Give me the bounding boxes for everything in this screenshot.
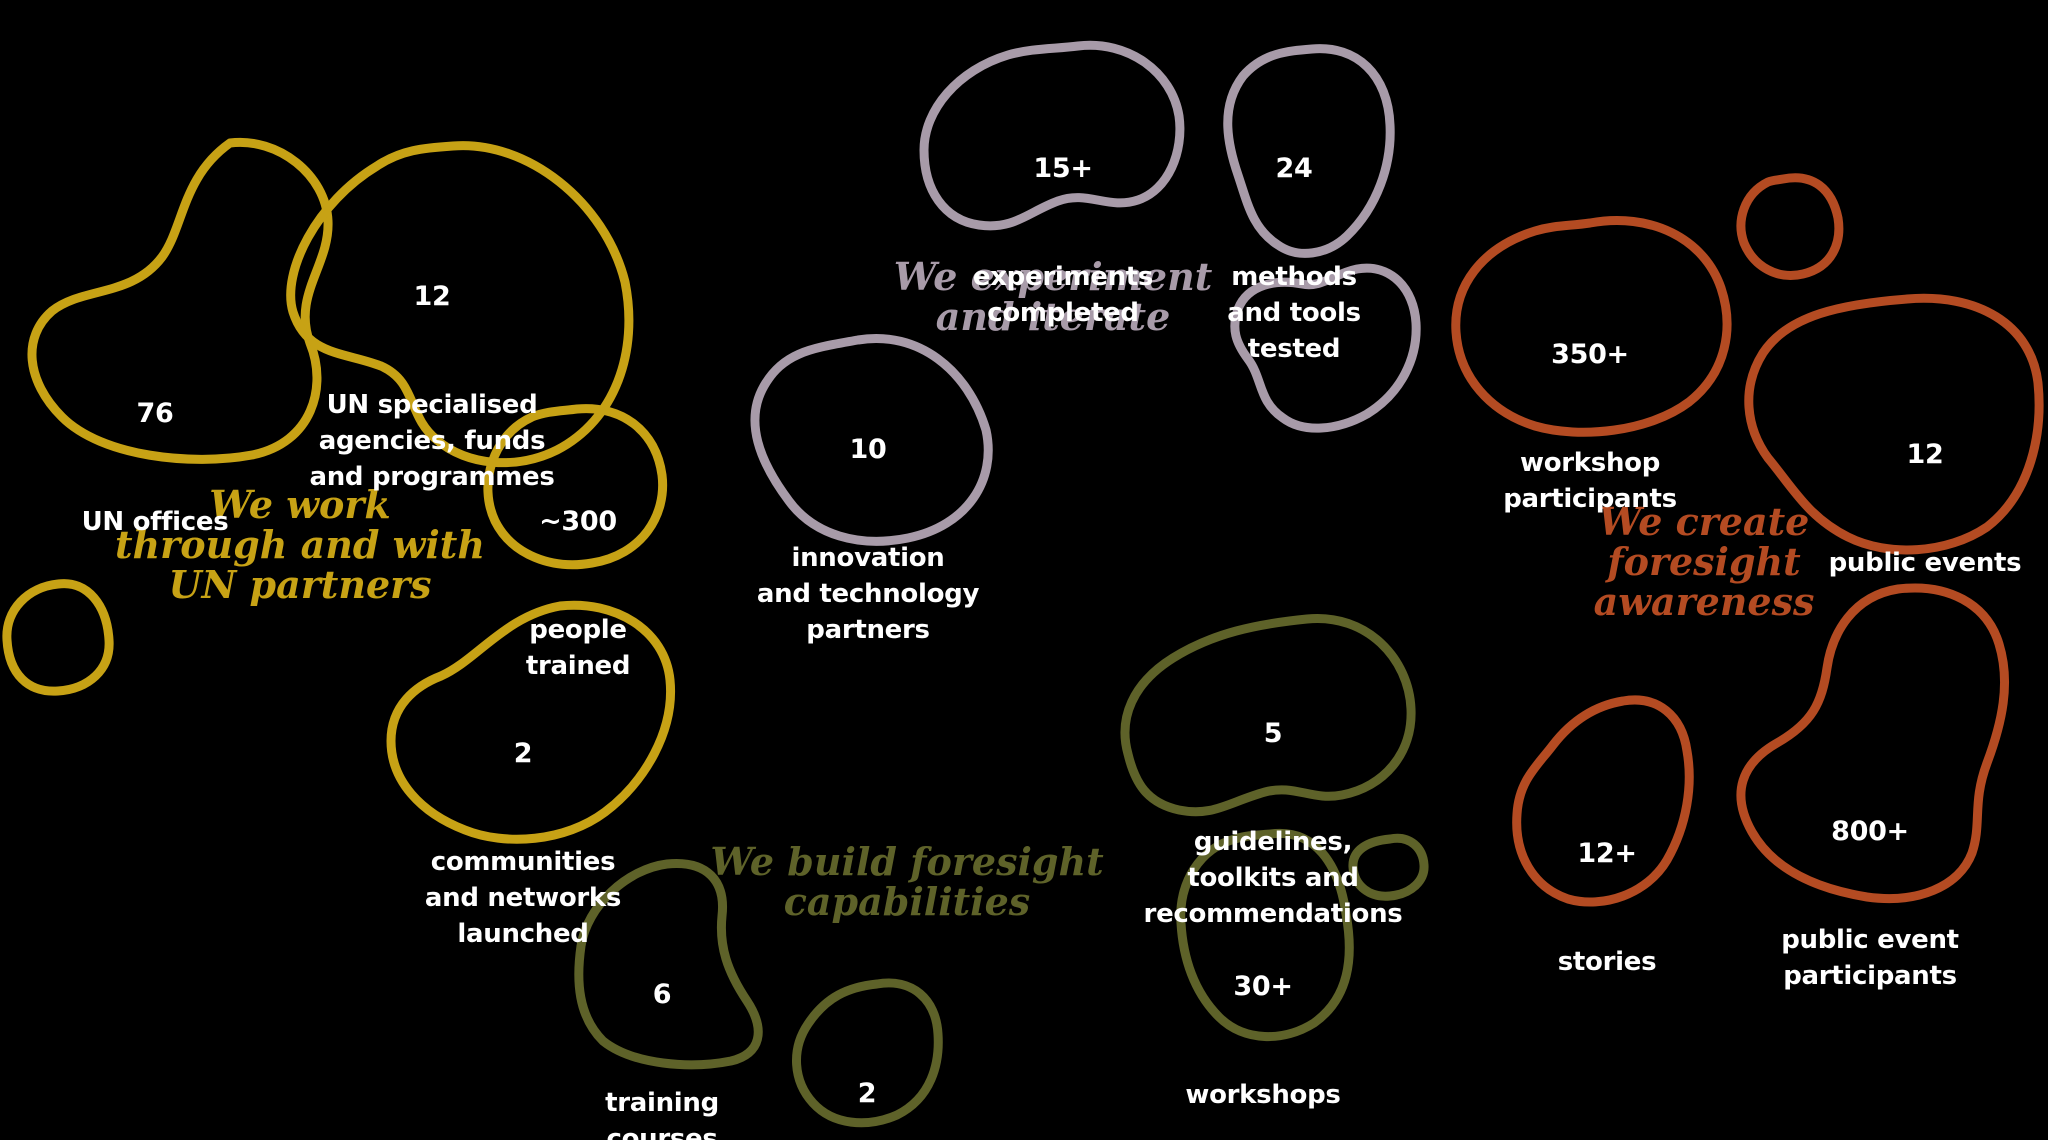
stat-event-participants: 800+ public event participants [1730, 742, 2010, 1066]
blob-un-offices [27, 137, 333, 464]
blob-retreats [792, 978, 943, 1128]
blob-mauve-accent [1230, 263, 1421, 433]
stat-value: 15+ [1033, 153, 1093, 184]
stat-label: communities and networks launched [424, 847, 622, 949]
stat-experiments: 15+ experiments completed [933, 79, 1193, 403]
stat-label: guidelines, toolkits and recommendations [1143, 827, 1403, 929]
stat-guidelines: 5 guidelines, toolkits and recommendatio… [1123, 644, 1423, 1004]
blob-guidelines [1120, 613, 1416, 817]
blob-workshop-participants [1451, 216, 1732, 437]
stat-workshop-participants: 350+ workshop participants [1460, 265, 1720, 589]
stat-value: 2 [513, 738, 533, 769]
heading-un-partners: We work through and with UN partners [115, 482, 485, 607]
blob-innovation [750, 334, 993, 546]
stat-training: 6 training courses [552, 905, 772, 1140]
stat-stories: 12+ stories [1497, 764, 1717, 1052]
stat-people-trained: ~300 people trained [468, 432, 688, 756]
stat-retreats: 2 retreats [757, 1004, 977, 1140]
heading-experiment: We experiment and iterate [893, 254, 1213, 339]
blob-rust-accent [1736, 173, 1844, 280]
stat-communities: 2 communities and networks launched [393, 664, 653, 1024]
blob-stories [1512, 695, 1694, 907]
blob-experiments [919, 40, 1185, 231]
blob-gold-accent [2, 579, 114, 696]
stat-label: experiments completed [972, 262, 1154, 328]
stat-public-events: 12 public events [1785, 365, 2048, 653]
stat-value: ~300 [539, 506, 617, 537]
blob-people-trained [483, 404, 668, 570]
stat-label: innovation and technology partners [756, 543, 980, 645]
stat-value: 12+ [1577, 838, 1637, 869]
stat-innovation: 10 innovation and technology partners [728, 360, 1008, 720]
stat-label: UN offices [81, 507, 229, 537]
blob-communities [386, 600, 676, 844]
blob-training [574, 859, 763, 1070]
stat-value: 800+ [1831, 816, 1909, 847]
stat-value: 30+ [1233, 971, 1293, 1002]
blob-event-participants [1736, 583, 2010, 904]
stat-value: 350+ [1551, 339, 1629, 370]
stat-value: 24 [1275, 153, 1313, 184]
blob-olive-accent [1348, 833, 1429, 901]
blob-un-agencies [286, 141, 634, 468]
stat-un-offices: 76 UN offices [35, 324, 275, 612]
stat-value: 6 [652, 979, 672, 1010]
stat-label: public event participants [1781, 925, 1959, 991]
stat-label: training courses [605, 1088, 719, 1140]
stat-label: UN specialised agencies, funds and progr… [309, 390, 555, 492]
stat-un-agencies: 12 UN specialised agencies, funds and pr… [292, 207, 572, 567]
stat-label: public events [1828, 548, 2022, 578]
stat-value: 5 [1263, 718, 1283, 749]
blob-workshops [1176, 828, 1354, 1042]
stat-value: 12 [1906, 439, 1944, 470]
stat-label: methods and tools tested [1227, 262, 1361, 364]
stat-methods: 24 methods and tools tested [1174, 79, 1414, 439]
heading-awareness: We create foresight awareness [1593, 499, 1815, 624]
stat-label: people trained [525, 615, 631, 681]
stat-workshops: 30+ workshops [1143, 897, 1383, 1140]
blob-public-events [1744, 293, 2044, 555]
blob-methods [1223, 44, 1395, 258]
stat-value: 76 [136, 398, 174, 429]
stat-value: 12 [413, 281, 451, 312]
stat-value: 10 [849, 434, 887, 465]
stat-label: stories [1557, 947, 1657, 977]
stat-label: workshop participants [1503, 448, 1677, 514]
stat-value: 2 [857, 1078, 877, 1109]
stat-label: workshops [1185, 1080, 1341, 1110]
heading-capabilities: We build foresight capabilities [710, 839, 1104, 924]
